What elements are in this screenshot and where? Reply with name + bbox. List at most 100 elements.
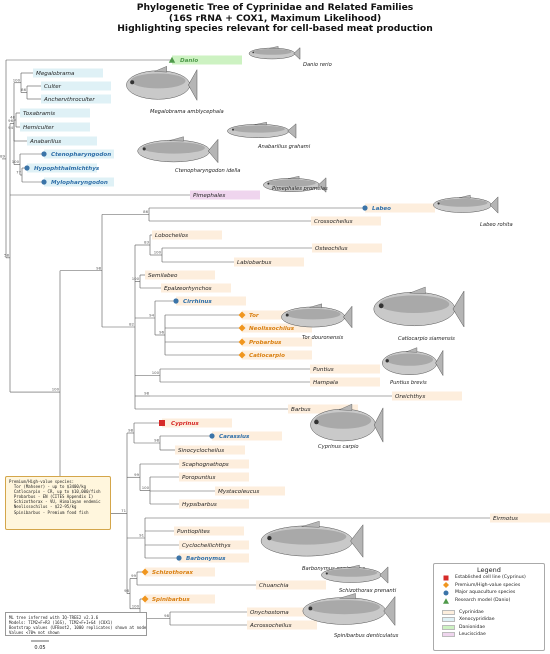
family-band-cyprinidae	[145, 270, 215, 280]
premium-diamond-icon	[238, 351, 246, 359]
fish-caption: Catlocarpio siamensis	[398, 336, 455, 342]
family-band-leuciscidae	[190, 190, 260, 200]
fish-caption: Tor douronensis	[302, 335, 343, 341]
fish-eye	[130, 80, 135, 85]
fish-eye	[285, 313, 289, 317]
legend-item-cyprinidae: Cyprinidae	[434, 608, 544, 616]
taxon-label: Eirmotus	[493, 516, 518, 522]
fish-eye	[385, 359, 389, 363]
fish-dorsal-fin	[154, 66, 167, 73]
family-band-xenocyprididae	[20, 122, 90, 132]
family-band-cyprinidae	[145, 594, 215, 604]
aquaculture-circle-icon	[176, 555, 182, 561]
family-band-cyprinidae	[174, 526, 244, 536]
bootstrap-value: 86	[143, 209, 148, 214]
leuciscidae-swatch	[442, 632, 455, 638]
taxon-label: Labeo	[372, 206, 391, 212]
taxon-label: Ctenopharyngodon	[51, 152, 111, 158]
premium-diamond-icon	[238, 338, 246, 346]
marker-layer	[24, 56, 368, 603]
fish-back-shading	[130, 73, 186, 89]
legend-item-established: Established cell line (Cyprinus)	[434, 574, 544, 582]
fish-back-shading	[325, 568, 378, 577]
family-band-cyprinidae	[152, 230, 222, 240]
legend-item-xenocyprididae: Xenocyprididae	[434, 616, 544, 624]
family-band-xenocyprididae	[33, 68, 103, 78]
taxon-label: Hampala	[313, 380, 339, 386]
fish-eye	[267, 182, 270, 185]
premium-box-line: Tor (Mahseer) - up to $3400/kg	[9, 484, 87, 490]
fish-caption: Ctenopharyngodon idella	[175, 168, 240, 174]
taxon-label: Danio	[180, 58, 198, 64]
family-band-cyprinidae	[242, 310, 312, 320]
fish-illustration	[126, 66, 198, 102]
footnote-line: Models: TIM2+F+R3 (16S), TIM2+F+I+G4 (CO…	[9, 620, 113, 626]
fish-back-shading	[308, 600, 380, 615]
taxon-label: Anchervthroculter	[43, 97, 95, 103]
family-band-cyprinidae	[311, 216, 381, 226]
premium-species-box: Premium/High-value species: Tor (Mahseer…	[5, 476, 111, 530]
bootstrap-value: 98	[154, 438, 159, 443]
fish-tail	[489, 196, 499, 214]
taxon-label: Barbonymus	[186, 556, 226, 562]
fish-illustration	[227, 121, 297, 139]
fish-tail	[383, 595, 396, 627]
bootstrap-value: 94	[149, 313, 154, 318]
family-band-cyprinidae	[365, 203, 435, 213]
family-band-cyprinidae	[242, 323, 312, 333]
fish-dorsal-fin	[309, 303, 322, 309]
bootstrap-value: 100	[152, 370, 160, 375]
premium-box-line: Spinibarbus - Premium food fish	[9, 509, 89, 515]
family-band-cyprinidae	[175, 445, 245, 455]
taxon-label: Hypsibarbus	[182, 502, 217, 508]
fish-back-shading	[379, 295, 450, 314]
bootstrap-value: 83	[144, 240, 149, 245]
taxon-label: Schizothorax	[152, 570, 193, 576]
family-band-cyprinidae	[310, 364, 380, 374]
fish-caption: Cyprinus carpio	[318, 444, 359, 450]
premium-box-line: Neolissochilus - $22-95/kg	[9, 504, 77, 510]
fish-back-shading	[252, 49, 292, 55]
fish-eye	[314, 419, 319, 425]
fish-eye	[267, 535, 272, 541]
fish-caption: Puntius brevis	[390, 380, 427, 386]
fish-illustration	[321, 564, 389, 584]
fish-illustration	[281, 303, 353, 329]
red-square-icon	[442, 575, 450, 581]
premium-box-title: Premium/High-value species:	[9, 479, 75, 484]
family-band-xenocyprididae	[27, 163, 97, 173]
taxon-label: Catlocarpio	[249, 353, 285, 359]
bootstrap-value: 91	[139, 533, 144, 538]
bootstrap-value: 58	[4, 252, 9, 257]
bootstrap-value: 100	[154, 250, 162, 255]
bootstrap-value: 96	[159, 330, 164, 335]
taxon-label: Anabarilius	[29, 139, 61, 145]
title-line-3: Highlighting species relevant for cell-b…	[117, 23, 433, 34]
taxon-label: Neolissochilus	[249, 326, 295, 332]
family-band-cyprinidae	[179, 472, 249, 482]
bootstrap-value: 100	[12, 159, 20, 164]
fish-illustration	[248, 46, 301, 60]
danionidae-swatch	[442, 624, 455, 630]
fish-eye	[325, 572, 328, 575]
family-band-cyprinidae	[247, 607, 317, 617]
legend-item-aquaculture: Major aquaculture species	[434, 589, 544, 597]
premium-box-line: Schizothorax - VU, Himalayan endemic	[9, 499, 101, 505]
taxon-label: Mylopharyngodon	[51, 180, 108, 186]
family-band-cyprinidae	[179, 553, 249, 563]
fish-eye	[378, 303, 384, 309]
fish-eye	[437, 202, 440, 205]
bootstrap-value: 98	[144, 391, 149, 396]
aquaculture-circle-icon	[362, 205, 368, 211]
bootstrap-value: 77	[16, 170, 21, 175]
fish-back-shading	[314, 412, 372, 429]
aquaculture-circle-icon	[24, 165, 30, 171]
fish-illustration	[310, 403, 384, 443]
taxon-label: Probarbus	[249, 340, 282, 346]
family-band-xenocyprididae	[41, 81, 111, 91]
fish-illustration	[260, 520, 364, 558]
family-band-cyprinidae	[215, 486, 285, 496]
bootstrap-value: 100	[13, 77, 21, 82]
fish-tail	[293, 47, 301, 60]
